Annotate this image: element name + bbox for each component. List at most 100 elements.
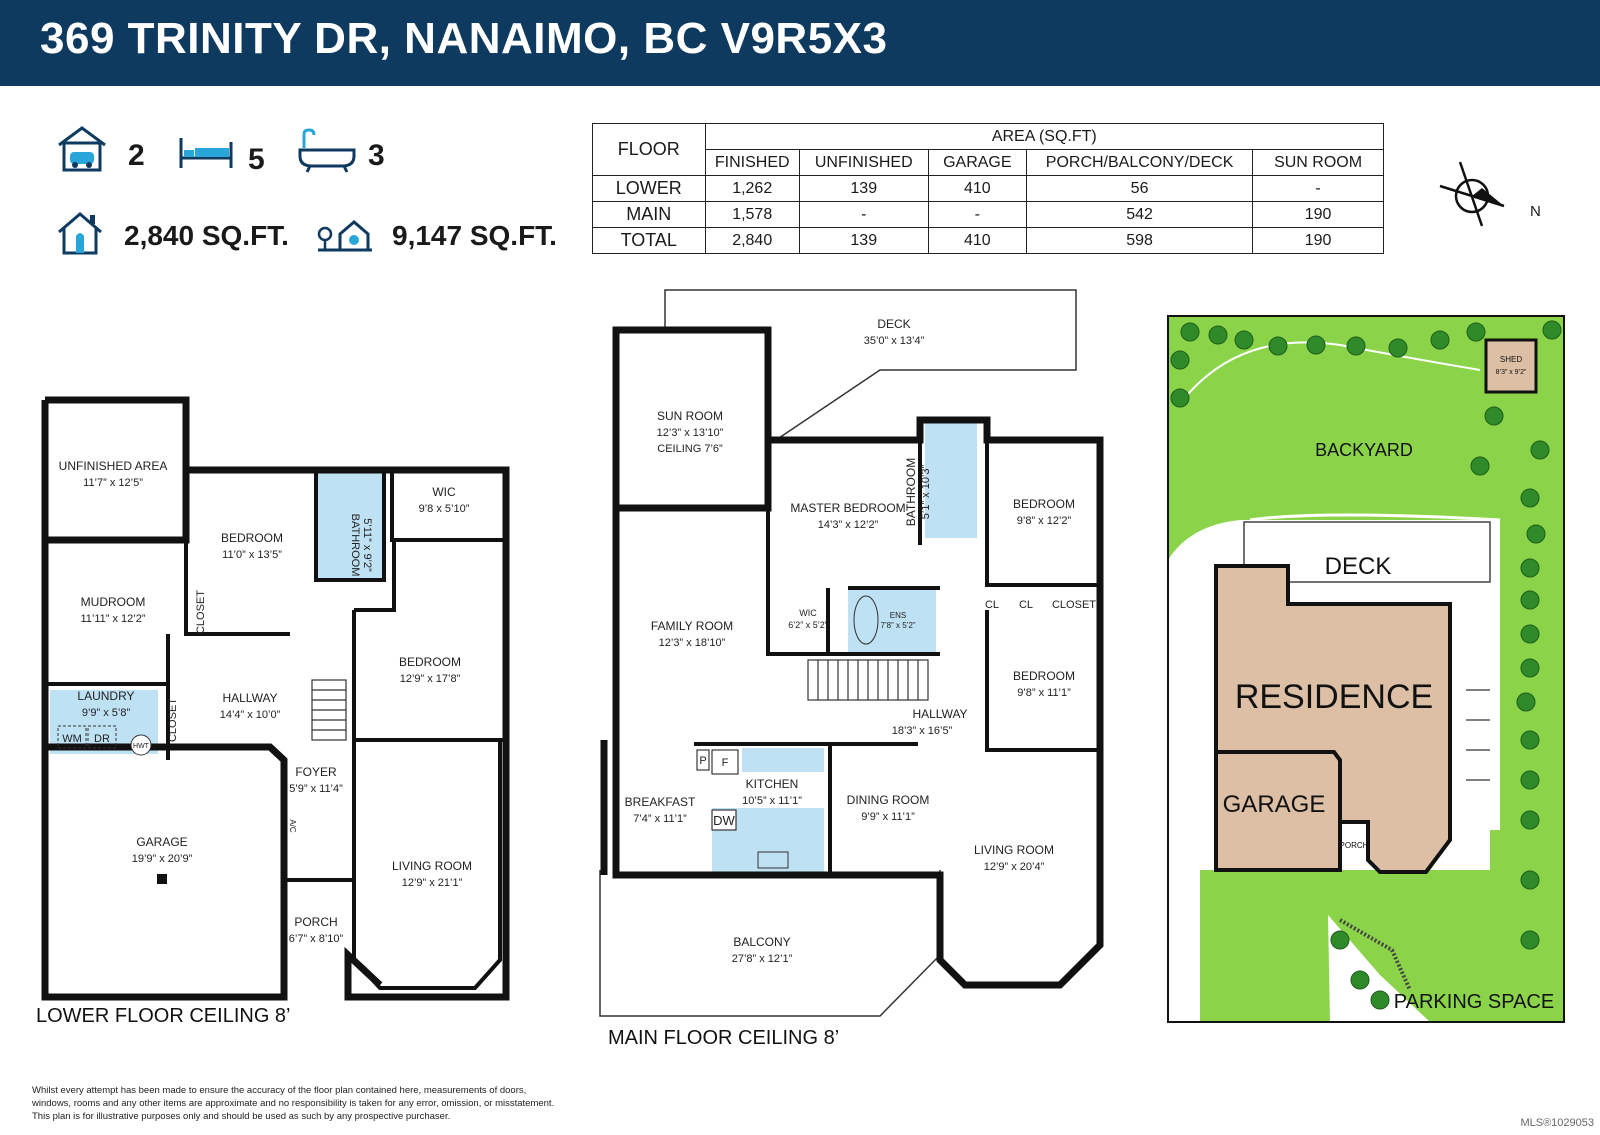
post [157,874,167,884]
table-cell: 190 [1252,227,1384,254]
wall [766,440,940,656]
svg-text:BEDROOM: BEDROOM [221,531,283,545]
svg-text:P: P [699,755,706,767]
wall [612,416,1104,989]
water-heater [130,734,152,756]
svg-text:6’2” x 5’2”: 6’2” x 5’2” [788,620,828,630]
tree-icon [1330,930,1350,950]
room-name: UNFINISHED AREA [59,459,168,473]
svg-text:BACKYARD: BACKYARD [1315,440,1413,460]
tree-icon [1530,440,1550,460]
closet-label: CLOSET [167,698,179,742]
main-floor-caption: MAIN FLOOR CEILING 8’ [608,1027,839,1049]
col-header: PORCH/BALCONY/DECK [1025,149,1254,176]
svg-text:GARAGE: GARAGE [136,835,187,849]
lot-area: 9,147 SQ.FT. [392,220,557,251]
tree-icon [1520,658,1540,678]
room-name: BEDROOM [399,655,461,669]
compass-icon [1438,160,1518,230]
table-row: TOTAL 2,840 139 410 598 190 [592,227,1384,254]
path [1182,341,1481,401]
svg-text:35’0” x 13’4”: 35’0” x 13’4” [864,335,925,347]
svg-text:HALLWAY: HALLWAY [912,707,967,721]
area-table: FLOOR AREA (SQ.FT) FINISHED UNFINISHED G… [592,123,1385,254]
path [1249,513,1501,522]
tree-icon [1470,456,1490,476]
room-dim: 5’11” x 9’2” [361,518,373,572]
room-dim: 19’9” x 20’9” [132,853,193,865]
pantry [696,749,710,771]
bathroom-fill [925,422,977,538]
room-name: SUN ROOM [657,409,723,423]
ensuite-fill [848,588,936,652]
row-floor: LOWER [592,175,706,202]
table-cell: 190 [1252,201,1384,228]
porch-label: PORCH [1340,841,1369,850]
svg-text:GARAGE: GARAGE [1223,791,1326,818]
room-dim: 14’3” x 12’2” [818,519,879,531]
lot-boundary [1167,315,1565,1023]
room-name: BEDROOM [1013,669,1075,683]
lower-floor-plan [41,396,510,1001]
room-name: PORCH [294,915,337,929]
dishwasher [711,809,737,831]
room-extra: CEILING 7’6” [657,443,723,455]
house-icon [56,210,104,256]
svg-text:BALCONY: BALCONY [733,935,790,949]
garage-icon [56,125,108,173]
area-header: AREA (SQ.FT) [704,123,1385,150]
svg-text:HWT: HWT [133,743,150,750]
svg-text:BEDROOM: BEDROOM [1013,497,1075,511]
garage-count: 2 [128,139,145,172]
room-name: MUDROOM [81,595,146,609]
svg-text:9’9” x 5’8”: 9’9” x 5’8” [82,707,131,719]
pantry-label: P [699,755,706,767]
svg-text:18’3” x 16’5”: 18’3” x 16’5” [892,725,953,737]
svg-text:PORCH: PORCH [1340,841,1369,850]
bed-icon [178,134,234,172]
tree-icon [1350,970,1370,990]
tree-icon [1370,990,1390,1010]
fridge-label: F [722,757,729,769]
col-header: FINISHED [704,149,800,176]
svg-text:CL: CL [1019,599,1033,611]
tree-icon [1516,692,1536,712]
table-cell: 139 [798,175,929,202]
deck-outline [664,289,1077,441]
svg-text:MASTER BEDROOM: MASTER BEDROOM [790,501,905,515]
col-header: GARAGE [927,149,1028,176]
room-dim: 12’3” x 13’10” [657,427,724,439]
washer-label: WM [62,733,82,745]
svg-text:DECK: DECK [877,317,910,331]
parking-label: PARKING SPACE [1394,991,1554,1013]
table-cell: - [1252,175,1384,202]
room-name: BEDROOM [221,531,283,545]
tree-icon [1430,330,1450,350]
deck-label: DECK [1325,553,1392,580]
wall [314,470,386,582]
bathtub-icon [298,128,356,174]
svg-text:7’4” x 11’1”: 7’4” x 11’1” [633,813,687,825]
sink [757,851,789,869]
tree-icon [1520,930,1540,950]
svg-text:LIVING ROOM: LIVING ROOM [392,859,472,873]
svg-text:11’11” x 12’2”: 11’11” x 12’2” [80,613,145,625]
svg-text:WIC: WIC [432,485,456,499]
main-floor-plan [599,289,1104,1017]
mls-number: MLS®1029053 [1520,1117,1594,1129]
disclaimer: Whilst every attempt has been made to en… [32,1084,792,1123]
room-dim: 11’7” x 12’5” [83,477,143,489]
tree-icon [1526,524,1546,544]
svg-text:PORCH: PORCH [294,915,337,929]
table-cell: 139 [798,227,929,254]
svg-text:11’0” x 13’5”: 11’0” x 13’5” [222,549,282,561]
tree-icon [1208,325,1228,345]
svg-text:27’8” x 12’1”: 27’8” x 12’1” [732,953,793,965]
svg-text:KITCHEN: KITCHEN [746,777,799,791]
lot-icon [316,214,374,254]
disclaimer-line: windows, rooms and any other items are a… [32,1098,555,1109]
svg-text:BEDROOM: BEDROOM [399,655,461,669]
svg-text:A/C: A/C [288,819,297,833]
tree-icon [1484,406,1504,426]
